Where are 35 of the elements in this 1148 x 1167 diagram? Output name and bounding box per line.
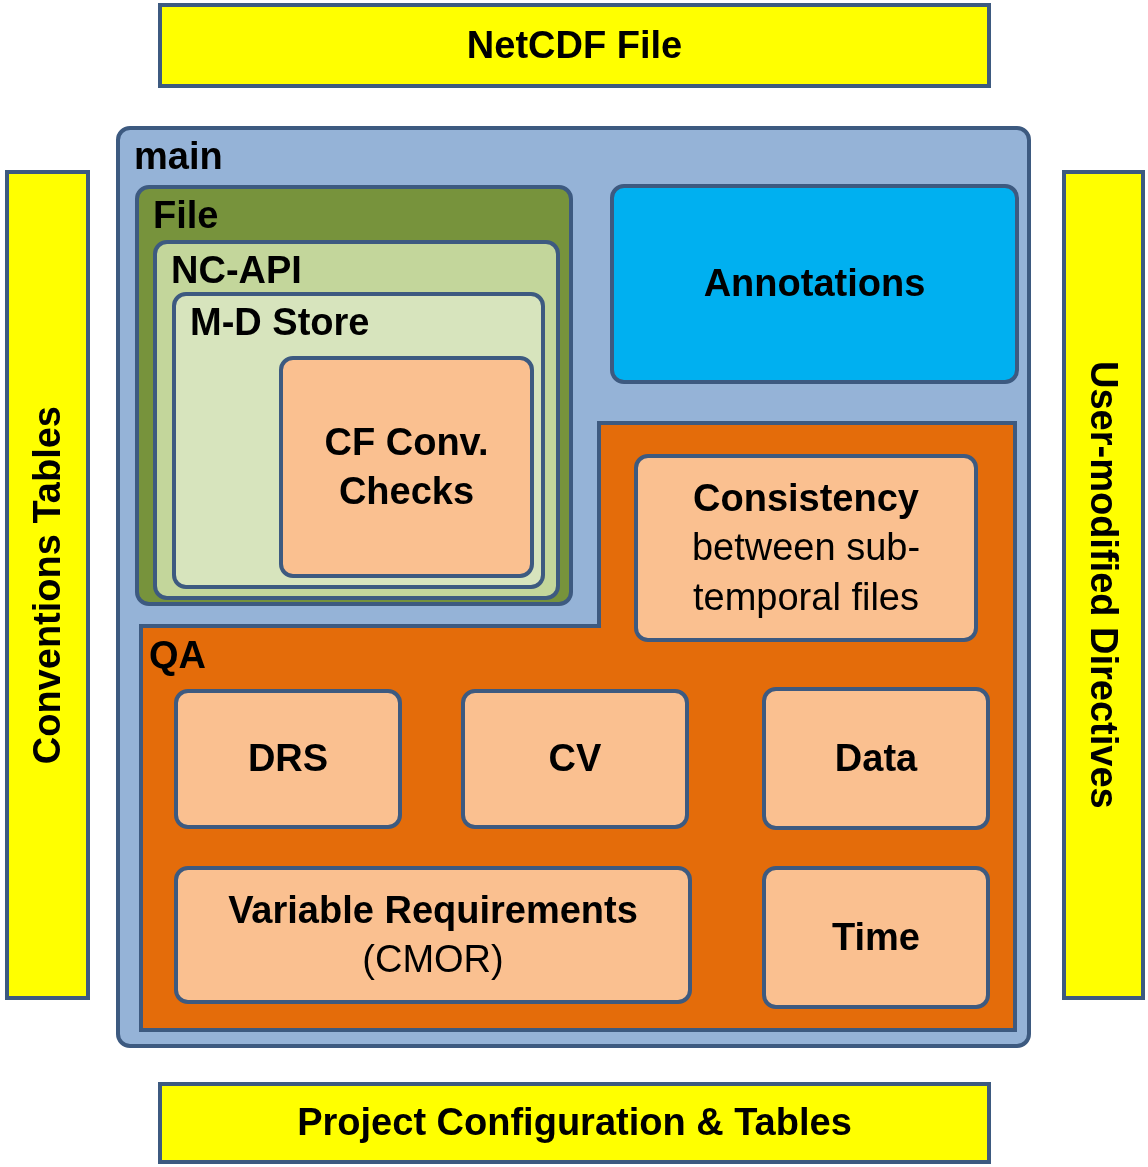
- node-label: Data: [834, 735, 918, 781]
- node-label: DRS: [247, 736, 329, 782]
- process-box: [174, 866, 692, 1004]
- container-box: [135, 185, 573, 606]
- process-box: [174, 689, 402, 829]
- container-box: [172, 292, 545, 589]
- banner-box: [1062, 170, 1145, 1000]
- node-label: Annotations: [703, 261, 926, 307]
- node-label: Time: [832, 914, 920, 960]
- banner-box: [158, 1082, 991, 1164]
- node-text: (CMOR): [362, 937, 504, 982]
- group-title: QA: [149, 633, 206, 678]
- group-title: main: [134, 134, 223, 179]
- group-title: File: [153, 193, 219, 238]
- process-box: [634, 454, 978, 642]
- process-box: [762, 687, 990, 830]
- node-label: CF Conv. Checks: [323, 419, 490, 514]
- node-label: Consistency: [693, 475, 919, 521]
- container-box: [116, 126, 1031, 1048]
- banner-box: [5, 170, 90, 1000]
- node-label: Variable Requirements: [228, 887, 638, 933]
- process-box: [461, 689, 689, 829]
- group-title: M-D Store: [190, 300, 370, 345]
- node-label: Project Configuration & Tables: [297, 1100, 852, 1146]
- node-text: between sub-temporal files: [690, 525, 922, 620]
- node-label: Conventions Tables: [24, 405, 69, 765]
- node-label: User-modified Directives: [1082, 361, 1127, 809]
- process-box: [279, 356, 534, 578]
- group-title: NC-API: [171, 248, 302, 293]
- process-box: [610, 184, 1019, 384]
- container-box: [153, 240, 560, 600]
- node-label: NetCDF File: [466, 22, 683, 68]
- node-label: CV: [548, 736, 602, 782]
- banner-box: [158, 3, 991, 88]
- process-box: [762, 866, 990, 1009]
